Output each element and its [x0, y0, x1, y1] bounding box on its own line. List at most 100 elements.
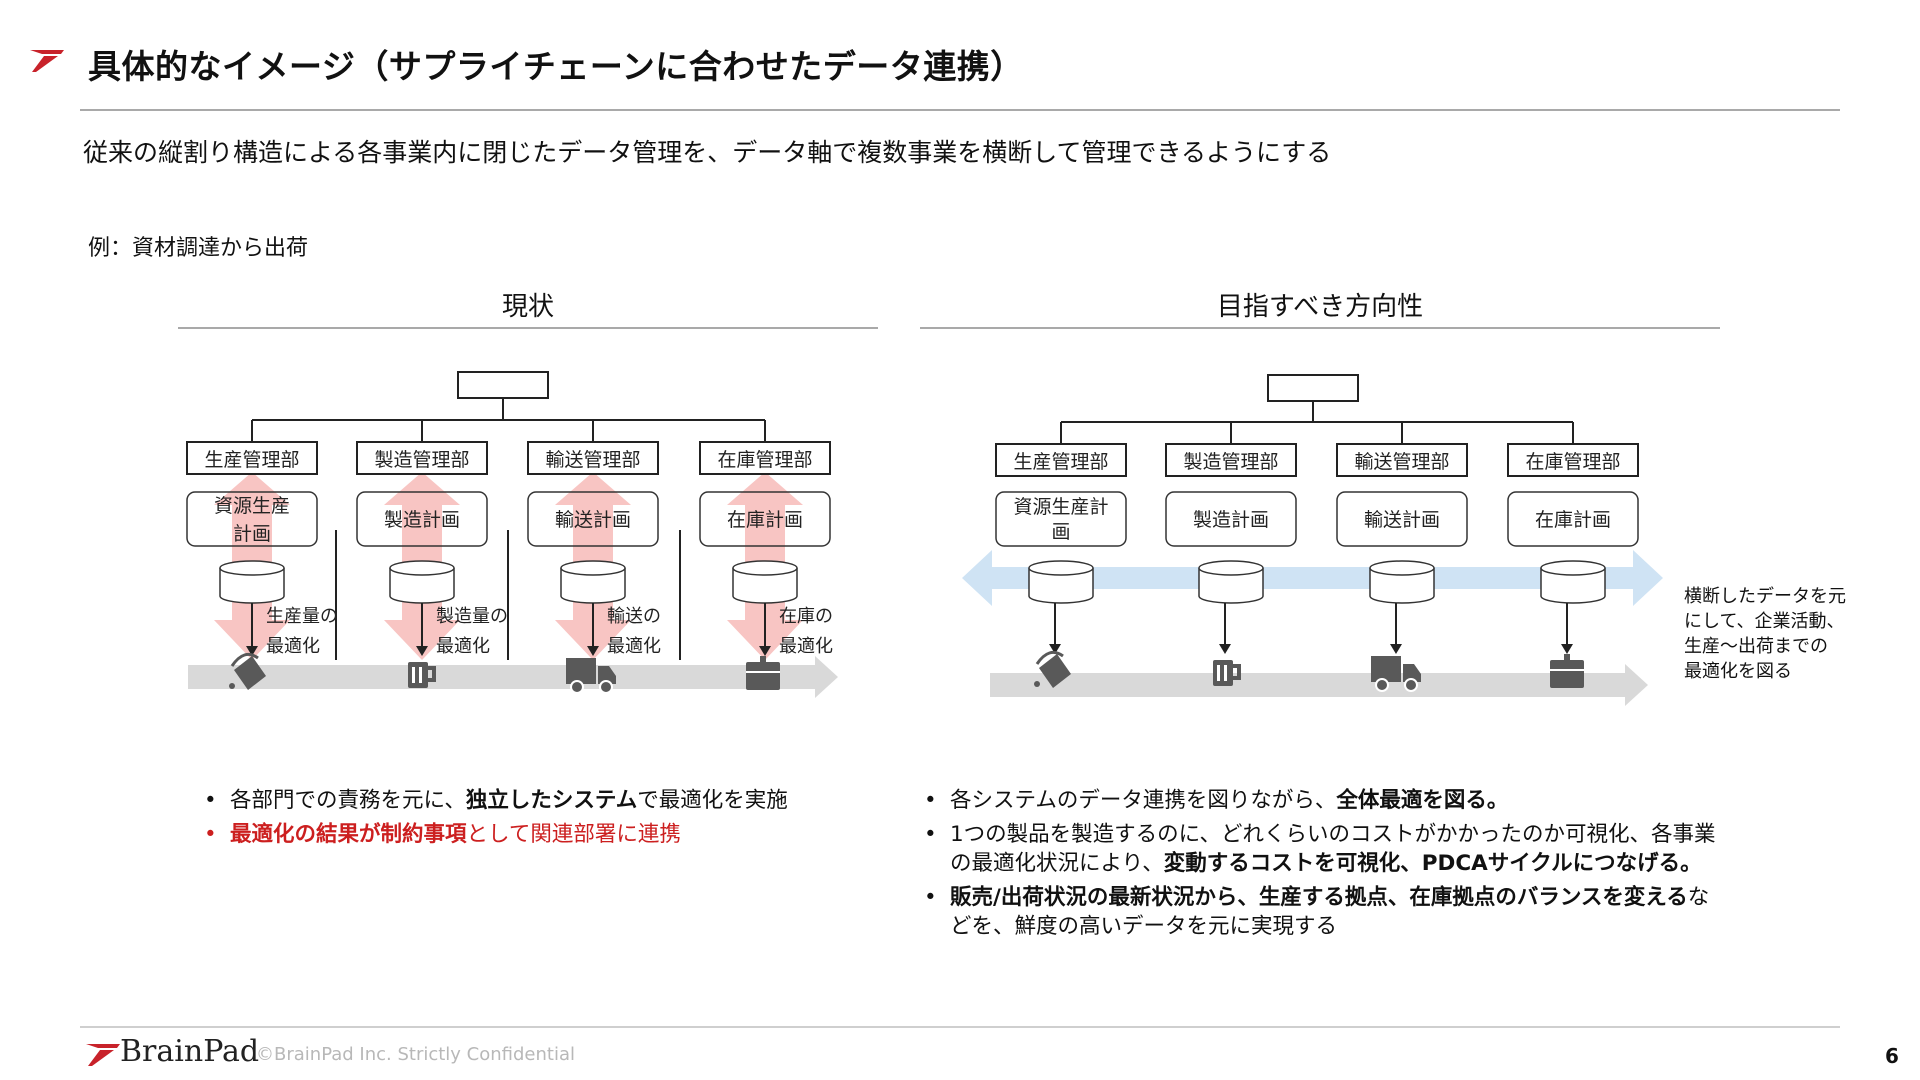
bullet-text: として関連部署に連携	[466, 822, 681, 847]
target-heading-rule	[920, 327, 1720, 329]
optimization-label: 製造量の	[436, 606, 508, 627]
supply-flow-arrow	[188, 656, 838, 698]
department-label: 製造管理部	[1183, 451, 1278, 473]
department-label: 生産管理部	[204, 449, 299, 471]
plan-label: 在庫計画	[727, 509, 803, 531]
bullet-item: • 販売/出荷状況の最新状況から、生産する拠点、在庫拠点のバランスを変えるなどを、…	[920, 883, 1730, 941]
target-bullets: • 各システムのデータ連携を図りながら、全体最適を図る。 • 1つの製品を製造するのに…	[920, 786, 1730, 946]
current-heading: 現状	[501, 292, 554, 322]
department-label: 製造管理部	[374, 449, 469, 471]
department-box	[1336, 443, 1468, 477]
department-box	[699, 441, 831, 475]
plan-box	[356, 491, 488, 547]
bullet-emphasis: 変動するコストを可視化、PDCAサイクルにつなげる。	[1163, 851, 1702, 876]
plan-box	[1165, 491, 1297, 547]
plan-box	[699, 491, 831, 547]
department-box	[1165, 443, 1297, 477]
package-icon	[746, 656, 780, 690]
optimization-label: 輸送の	[607, 606, 661, 627]
data-integration-arrow	[962, 550, 1663, 606]
side-note-line: 最適化を図る	[1684, 661, 1792, 682]
bullet-emphasis: 販売/出荷状況の最新状況から、生産する拠点、在庫拠点のバランスを変える	[950, 885, 1688, 910]
bullet-item: •各部門での責務を元に、独立したシステムで最適化を実施	[200, 786, 900, 815]
truck-icon	[566, 658, 616, 694]
database-icon	[560, 560, 626, 604]
page-number: 6	[1885, 1044, 1899, 1068]
bullet-item: •最適化の結果が制約事項として関連部署に連携	[200, 820, 900, 849]
footer-divider	[80, 1026, 1840, 1028]
mug-icon	[408, 662, 436, 688]
bucket-icon	[229, 652, 266, 690]
side-note: 横断したデータを元 にして、企業活動、 生産～出荷までの 最適化を図る	[1684, 584, 1884, 684]
package-icon	[1550, 654, 1584, 688]
side-note-line: 生産～出荷までの	[1684, 636, 1828, 657]
department-label: 輸送管理部	[1354, 451, 1449, 473]
database-icon	[1369, 560, 1435, 604]
bullet-marker: •	[924, 885, 937, 910]
bullet-marker: •	[924, 788, 937, 813]
department-box	[356, 441, 488, 475]
plan-label: 輸送計画	[1364, 509, 1440, 531]
optimization-label: 生産量の	[266, 606, 338, 627]
brand-logo-icon	[30, 50, 64, 72]
database-icon	[1028, 560, 1094, 604]
plan-box	[186, 491, 318, 547]
plan-label: 製造計画	[1193, 509, 1269, 531]
optimization-label: 最適化	[436, 636, 490, 657]
department-box	[527, 441, 659, 475]
bullet-emphasis: 最適化の結果が制約事項	[230, 822, 467, 847]
plan-label: 製造計画	[384, 509, 460, 531]
bullet-emphasis: 独立したシステム	[465, 788, 638, 813]
bullet-item: • 各システムのデータ連携を図りながら、全体最適を図る。	[920, 786, 1730, 815]
plan-label: 資源生産	[214, 495, 290, 517]
department-label: 在庫管理部	[717, 449, 812, 471]
department-box	[1507, 443, 1639, 477]
database-icon	[219, 560, 285, 604]
org-top-box	[1267, 374, 1359, 402]
side-note-line: にして、企業活動、	[1684, 611, 1845, 632]
current-heading-rule	[178, 327, 878, 329]
supply-flow-arrow	[990, 664, 1648, 706]
bullet-marker: •	[204, 788, 217, 813]
bullet-text: 各システムのデータ連携を図りながら、	[950, 788, 1337, 813]
bullet-marker: •	[924, 822, 937, 847]
optimization-label: 最適化	[607, 636, 661, 657]
copyright: ©BrainPad Inc. Strictly Confidential	[256, 1044, 576, 1065]
bullet-item: • 1つの製品を製造するのに、どれくらいのコストがかかったのか可視化、各事業の最適…	[920, 820, 1730, 878]
department-label: 輸送管理部	[545, 449, 640, 471]
bullet-emphasis: 全体最適を図る。	[1336, 788, 1509, 813]
plan-label: 資源生産計	[1013, 496, 1108, 518]
page-subtitle: 従来の縦割り構造による各事業内に閉じたデータ管理を、データ軸で複数事業を横断して…	[83, 138, 1332, 167]
title-divider	[80, 109, 1840, 111]
bucket-icon	[1034, 650, 1071, 688]
plan-box	[527, 491, 659, 547]
plan-box	[1507, 491, 1639, 547]
page-title: 具体的なイメージ（サプライチェーンに合わせたデータ連携）	[88, 47, 1024, 86]
truck-icon	[1371, 656, 1421, 692]
plan-label: 輸送計画	[555, 509, 631, 531]
org-top-box	[457, 371, 549, 399]
current-diagram: 生産管理部資源生産計画生産量の最適化製造管理部製造計画製造量の最適化輸送管理部輸…	[186, 371, 838, 698]
plan-box	[1336, 491, 1468, 547]
department-label: 在庫管理部	[1525, 451, 1620, 473]
plan-label: 計画	[233, 523, 271, 545]
department-label: 生産管理部	[1013, 451, 1108, 473]
department-box	[186, 441, 318, 475]
bullet-text: 各部門での責務を元に、	[230, 788, 466, 813]
target-heading: 目指すべき方向性	[1216, 292, 1424, 322]
plan-label: 画	[1051, 521, 1070, 543]
example-label: 例：資材調達から出荷	[88, 236, 309, 261]
optimization-label: 最適化	[266, 636, 320, 657]
bullet-text: などを、鮮度の高いデータを元に実現する	[950, 885, 1710, 939]
side-note-line: 横断したデータを元	[1684, 586, 1846, 607]
plan-box	[995, 491, 1127, 547]
bullet-text: 1つの製品を製造するのに、どれくらいのコストがかかったのか可視化、各事業の最適化…	[950, 822, 1716, 876]
current-bullets: •各部門での責務を元に、独立したシステムで最適化を実施•最適化の結果が制約事項と…	[200, 786, 900, 854]
